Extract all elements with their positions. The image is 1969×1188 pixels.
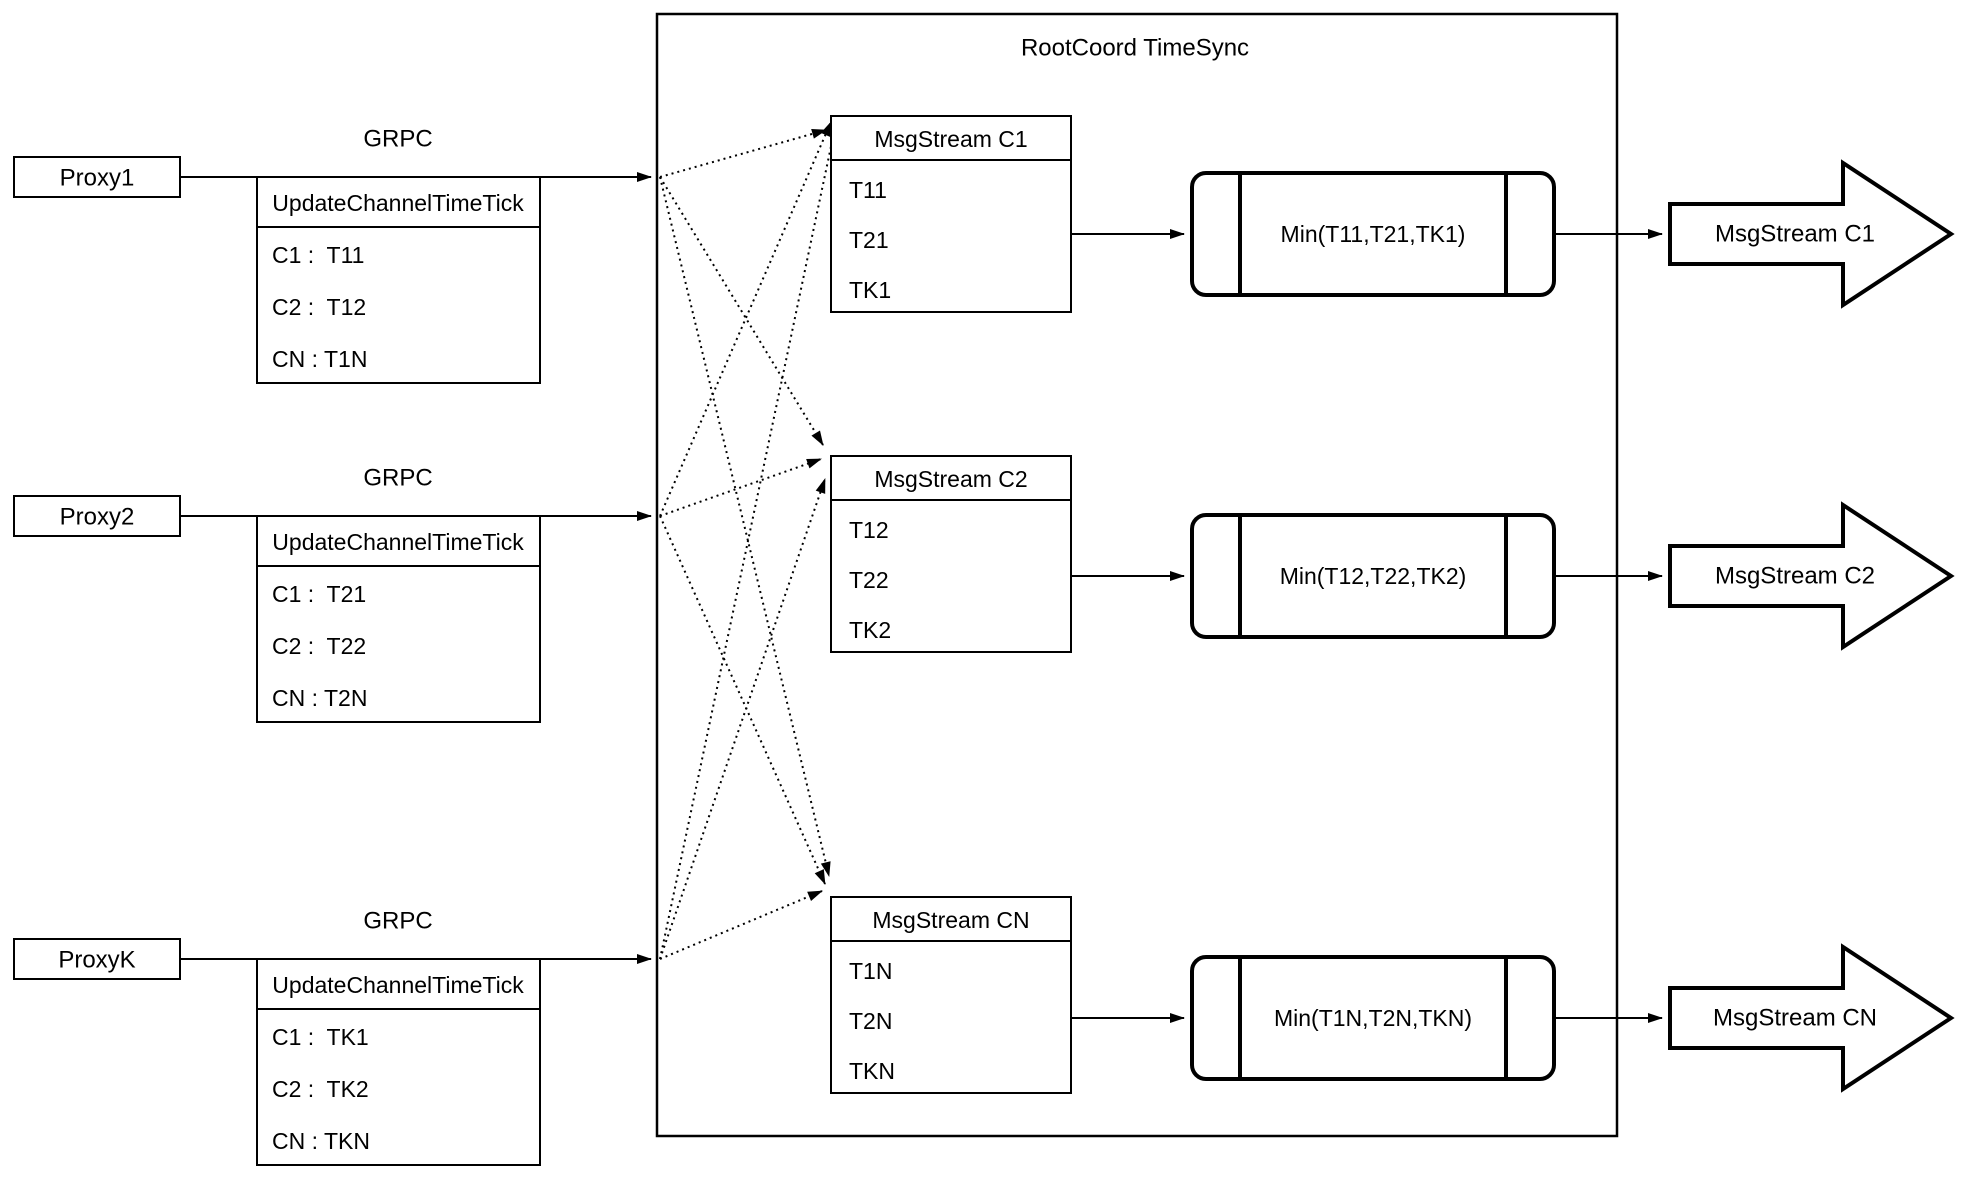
proxy1-label: Proxy1 <box>60 165 135 192</box>
tick-table-3-entry: C1 : TK1 <box>272 1024 369 1050</box>
tick-fanout-arrow-p1-c2 <box>659 176 824 446</box>
tick-fanout-arrow-pk-c1 <box>659 117 840 960</box>
grpc-label-1: GRPC <box>363 126 432 153</box>
tick-table-2-header: UpdateChannelTimeTick <box>272 529 524 555</box>
tick-table-1-entry: C2 : T12 <box>272 294 366 320</box>
tick-fanout-arrow-pk-cn <box>659 890 823 960</box>
grpc-label-3: GRPC <box>363 908 432 935</box>
tick-fanout-arrow-p1-c1 <box>659 129 827 178</box>
min-label-1: Min(T11,T21,TK1) <box>1281 221 1466 247</box>
tick-fanout-arrow-p2-c2 <box>659 458 822 517</box>
rootcoord-timesync-title: RootCoord TimeSync <box>1021 35 1249 62</box>
msgstream-c2-value: T12 <box>849 517 889 543</box>
output-arrow-c1-label: MsgStream C1 <box>1715 221 1875 248</box>
tick-table-3-entry: CN : TKN <box>272 1128 370 1154</box>
msgstream-cn-value: T2N <box>849 1008 892 1034</box>
tick-fanout-arrow-p2-c1 <box>659 121 832 517</box>
msgstream-c1-value: TK1 <box>849 277 891 303</box>
tick-table-3 <box>256 958 541 1166</box>
tick-table-1-header: UpdateChannelTimeTick <box>272 190 524 216</box>
proxyk-label: ProxyK <box>58 947 135 974</box>
msgstream-c1-value: T11 <box>849 177 887 203</box>
msgstream-c1-header: MsgStream C1 <box>874 126 1027 152</box>
proxy2-label: Proxy2 <box>60 504 135 531</box>
tick-table-2 <box>256 515 541 723</box>
tick-fanout-arrow-pk-c2 <box>659 478 826 960</box>
msgstream-cn-value: T1N <box>849 958 892 984</box>
tick-table-1-entry: C1 : T11 <box>272 242 364 268</box>
msgstream-cn-header: MsgStream CN <box>872 907 1029 933</box>
msgstream-c2-box <box>830 455 1072 653</box>
output-arrow-c2-label: MsgStream C2 <box>1715 563 1875 590</box>
output-arrow-c1 <box>1668 159 1955 309</box>
msgstream-cn-value: TKN <box>849 1058 895 1084</box>
tick-table-2-entry: C1 : T21 <box>272 581 366 607</box>
msgstream-cn-box <box>830 896 1072 1094</box>
output-arrow-cn-label: MsgStream CN <box>1713 1005 1877 1032</box>
msgstream-c2-value: T22 <box>849 567 889 593</box>
min-label-2: Min(T12,T22,TK2) <box>1280 563 1467 589</box>
tick-fanout-arrow-p2-cn <box>659 515 826 885</box>
msgstream-c1-value: T21 <box>849 227 889 253</box>
proxy1-box <box>13 156 181 198</box>
msgstream-c1-box <box>830 115 1072 313</box>
output-arrow-c2 <box>1668 501 1955 651</box>
grpc-label-2: GRPC <box>363 465 432 492</box>
proxy2-box <box>13 495 181 537</box>
output-arrow-cn <box>1668 943 1955 1093</box>
tick-table-2-entry: CN : T2N <box>272 685 367 711</box>
min-label-3: Min(T1N,T2N,TKN) <box>1274 1005 1472 1031</box>
tick-table-3-entry: C2 : TK2 <box>272 1076 369 1102</box>
tick-table-1-entry: CN : T1N <box>272 346 367 372</box>
tick-table-3-header: UpdateChannelTimeTick <box>272 972 524 998</box>
tick-table-2-entry: C2 : T22 <box>272 633 366 659</box>
msgstream-c2-header: MsgStream C2 <box>874 466 1027 492</box>
tick-table-1 <box>256 176 541 384</box>
msgstream-c2-value: TK2 <box>849 617 891 643</box>
tick-fanout-arrow-p1-cn <box>659 176 831 877</box>
